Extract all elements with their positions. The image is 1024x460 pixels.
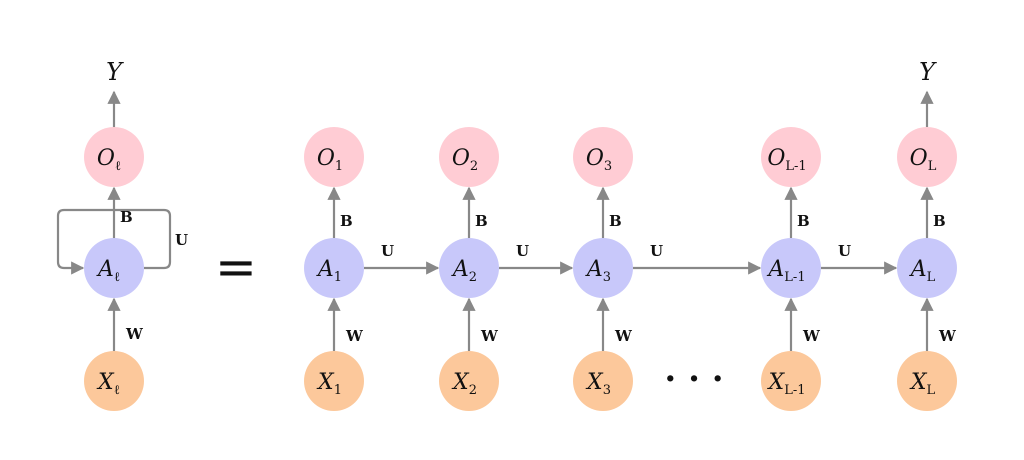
rolled-w-label: W (125, 325, 144, 343)
rolled-output-label: Oℓ (97, 146, 121, 174)
rolled-input-label: Xℓ (96, 370, 120, 398)
col-1-output-label: O1 (317, 146, 343, 174)
col-1-b-label: B (340, 212, 353, 230)
col-1-output-node (304, 127, 364, 187)
col-2-output-label: O2 (452, 146, 478, 174)
col-5-y-label: Y (919, 58, 937, 86)
col-5-output-label: OL (910, 146, 937, 174)
col-4-output-label: OL-1 (767, 146, 806, 174)
col-4-input-node (761, 351, 821, 411)
col-2-u-label: U (516, 242, 529, 260)
col-3-hidden-node (573, 238, 633, 298)
col-4-w-label: W (802, 327, 821, 345)
col-4-input-label: XL-1 (767, 370, 806, 398)
col-1-input-label: X1 (316, 370, 342, 398)
col-2-hidden-label: A2 (451, 257, 477, 285)
col-2-output-node (439, 127, 499, 187)
rolled-input-node (84, 351, 144, 411)
col-2-b-label: B (475, 212, 488, 230)
col-3-w-label: W (614, 327, 633, 345)
col-3-output-label: O3 (586, 146, 612, 174)
col-4-u-label: U (838, 242, 851, 260)
col-3-input-label: X3 (585, 370, 611, 398)
col-1-hidden-node (304, 238, 364, 298)
rolled-rnn-cell: Y Oℓ Aℓ Xℓ B U W (84, 58, 188, 411)
col-2-input-node (439, 351, 499, 411)
col-5-w-label: W (938, 327, 957, 345)
col-1-w-label: W (345, 327, 364, 345)
rolled-output-y-label: Y (106, 58, 124, 86)
col-4-hidden-label: AL-1 (766, 257, 805, 285)
col-5-hidden-node (897, 238, 957, 298)
col-1-u-label: U (381, 242, 394, 260)
edges-layer (56, 90, 934, 352)
col-3-input-node (573, 351, 633, 411)
col-3-b-label: B (609, 212, 622, 230)
rolled-b-label: B (120, 208, 133, 226)
col-3-hidden-label: A3 (585, 257, 611, 285)
col-5-output-node (897, 127, 957, 187)
ellipsis-dots: · · · (664, 359, 723, 399)
col-3-output-node (573, 127, 633, 187)
col-5-b-label: B (933, 212, 946, 230)
rolled-hidden-label: Aℓ (96, 257, 120, 285)
col-2-hidden-node (439, 238, 499, 298)
col-1-input-node (304, 351, 364, 411)
rolled-hidden-node (84, 238, 144, 298)
rolled-output-node (84, 127, 144, 187)
col-4-hidden-node (761, 238, 821, 298)
col-5-input-node (897, 351, 957, 411)
rolled-recurrent-loop-left (56, 208, 114, 275)
equals-sign: = (215, 238, 257, 296)
col-1-hidden-label: A1 (316, 257, 342, 285)
col-4-b-label: B (797, 212, 810, 230)
col-2-input-label: X2 (451, 370, 477, 398)
rolled-recurrent-loop-right (114, 208, 172, 270)
col-3-u-label: U (650, 242, 663, 260)
col-4-output-node (761, 127, 821, 187)
col-5-hidden-label: AL (909, 257, 936, 285)
col-5-input-label: XL (909, 370, 936, 398)
rolled-u-label: U (175, 231, 188, 249)
col-2-w-label: W (480, 327, 499, 345)
